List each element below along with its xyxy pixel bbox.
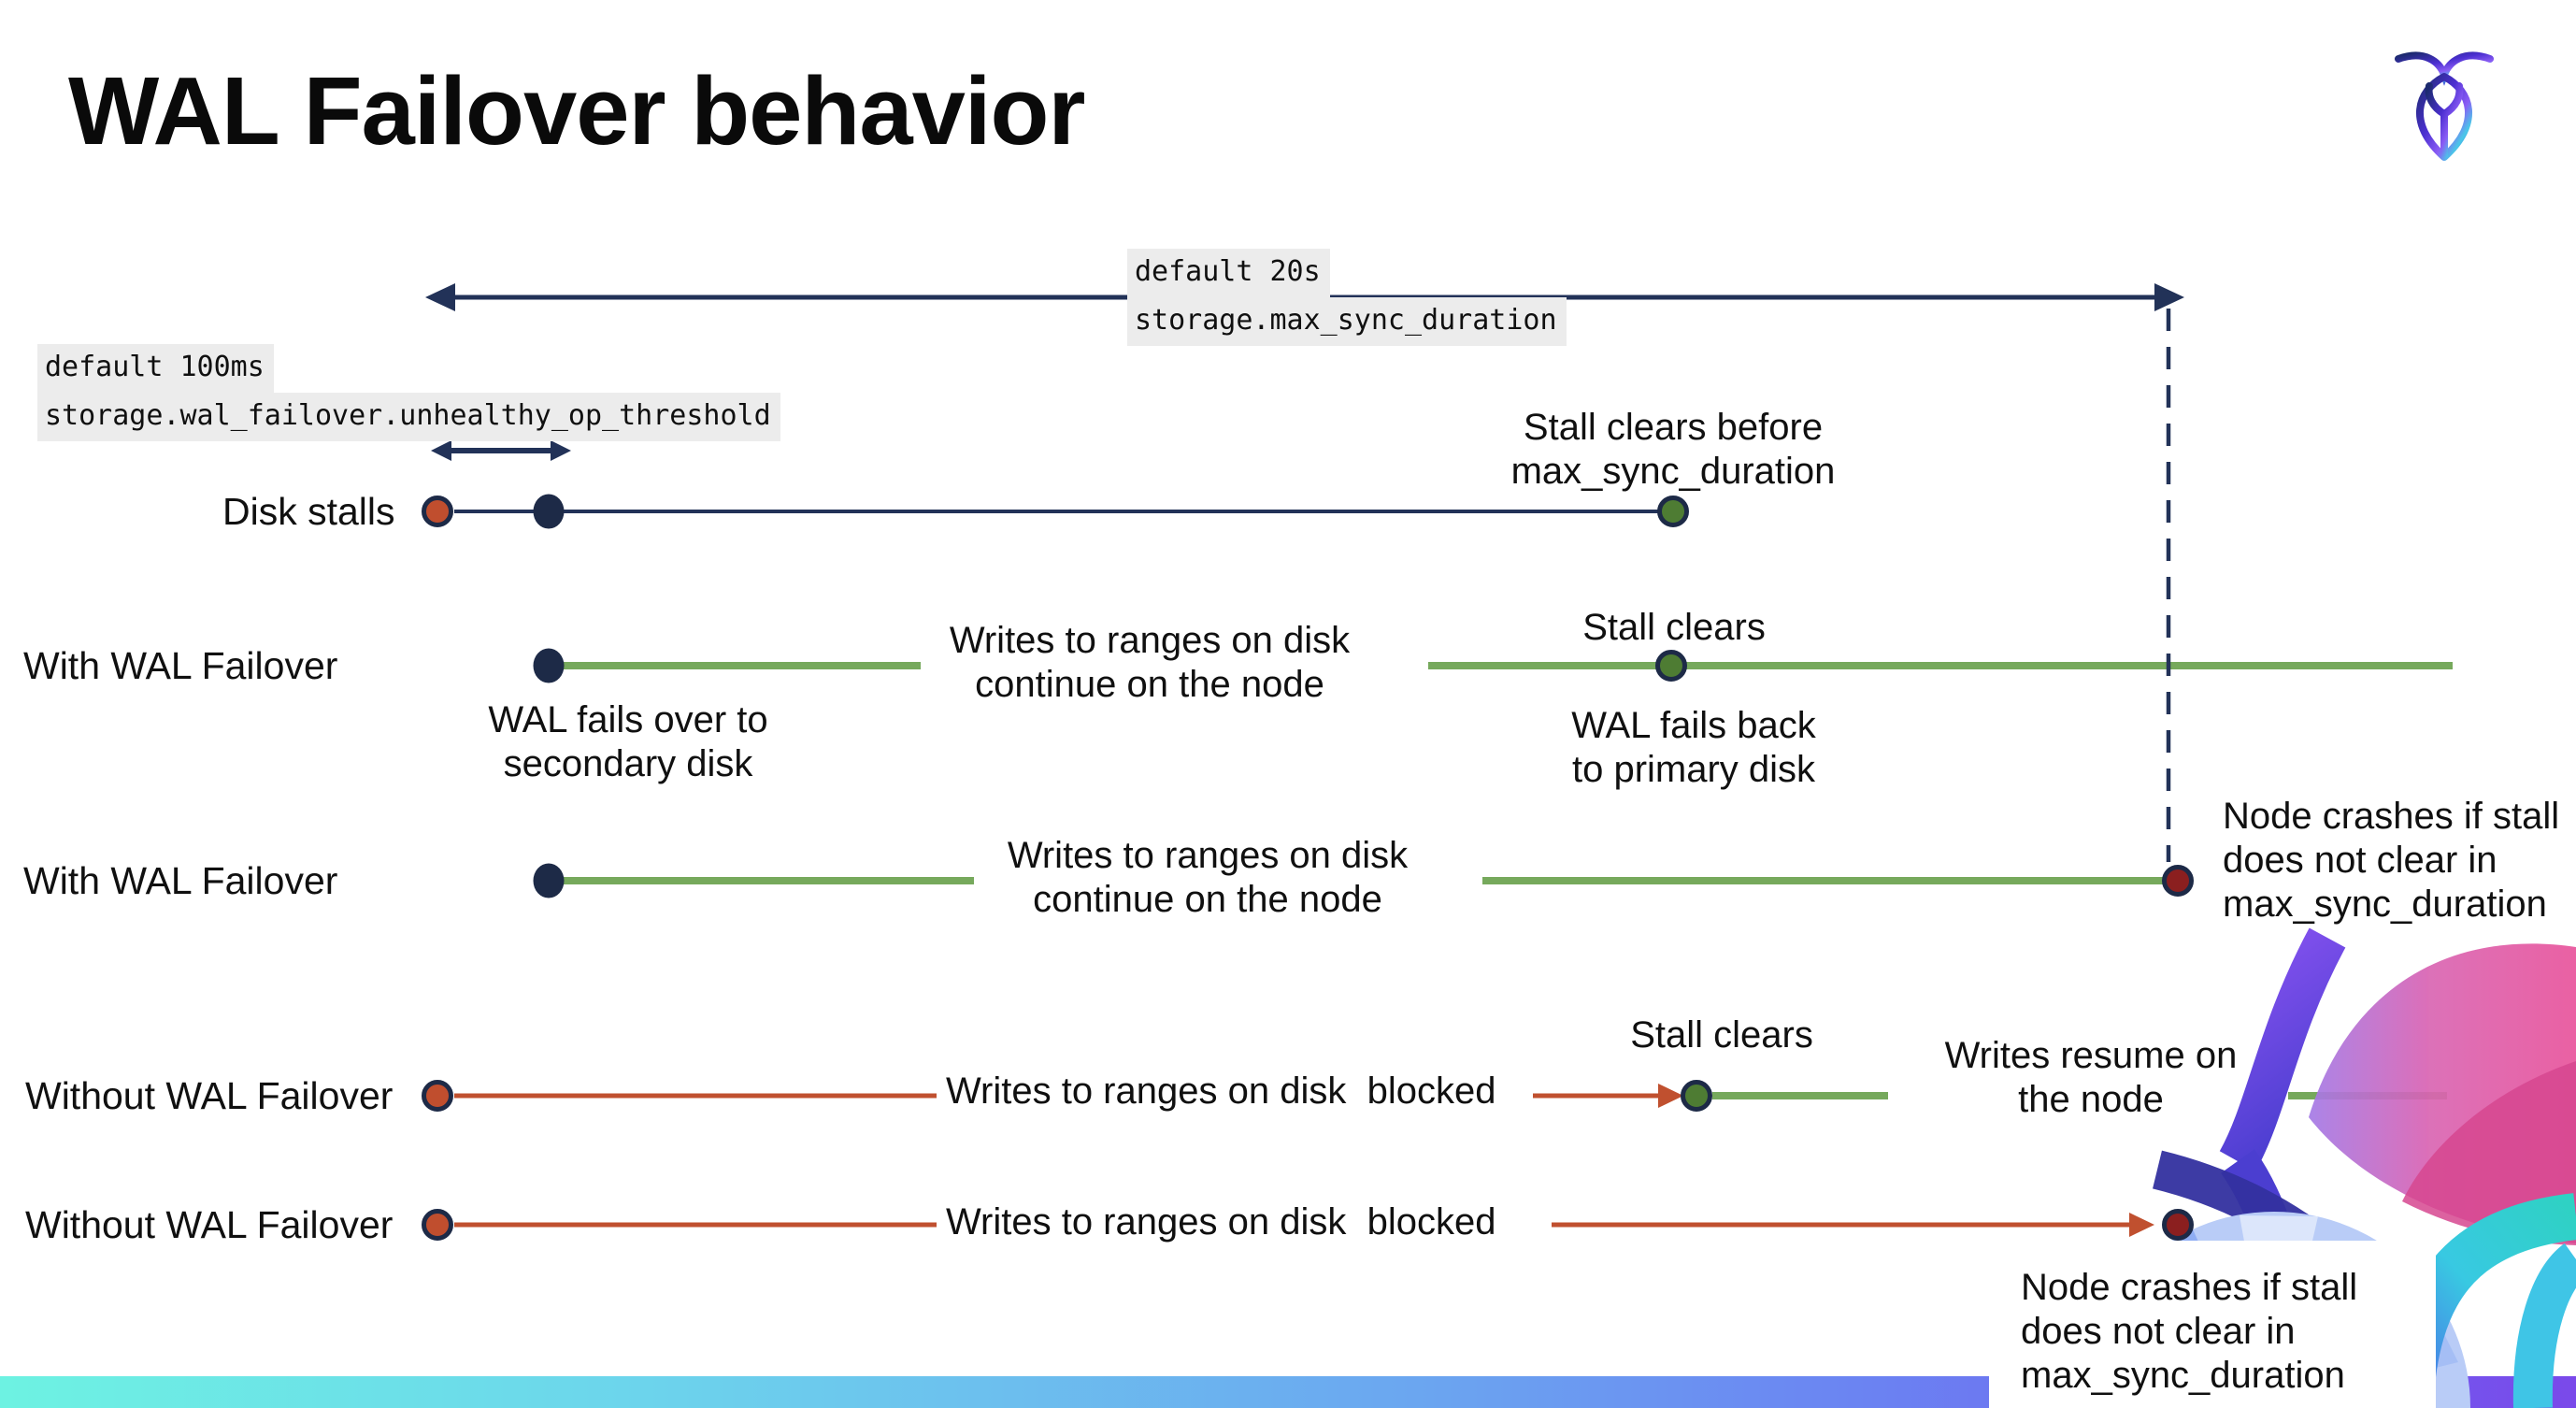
max-sync-dashed-line [2166,309,2171,862]
page-title: WAL Failover behavior [68,57,1086,165]
wal-fails-back-text: WAL fails back to primary disk [1571,705,1816,790]
row-label-with-wal-failover-1: With WAL Failover [23,644,338,687]
writes-continue-2-text: Writes to ranges on disk continue on the… [1007,835,1409,920]
without-failover-2-stall-dot [422,1209,453,1241]
threshold-default-chip: default 100ms [37,344,274,393]
disk-stall-start-dot [422,496,453,527]
with-failover-1-line-a [561,662,921,669]
max-sync-setting-chip: storage.max_sync_duration [1127,297,1567,346]
with-failover-1-failover-dot [533,648,565,683]
threshold-arrow-line [447,448,555,453]
row-label-without-wal-failover-1: Without WAL Failover [25,1074,394,1117]
stall-clears-2-text: Stall clears [1630,1014,1813,1056]
writes-blocked-1-text: Writes to ranges on disk blocked [946,1070,1496,1112]
cockroachdb-logo-icon [2395,51,2494,161]
with-failover-1-stall-clears-dot [1655,650,1687,682]
max-sync-default-chip: default 20s [1127,249,1330,297]
row-label-disk-stalls: Disk stalls [222,490,395,533]
writes-blocked-2-text: Writes to ranges on disk blocked [946,1201,1496,1243]
writes-continue-1-text: Writes to ranges on disk continue on the… [949,620,1351,705]
threshold-setting-chip: storage.wal_failover.unhealthy_op_thresh… [37,393,780,441]
without-failover-1-blocked-line-b [1533,1093,1660,1099]
row-label-with-wal-failover-2: With WAL Failover [23,859,338,902]
max-sync-config-label: default 20s storage.max_sync_duration [1127,249,1567,346]
without-failover-1-stall-dot [422,1080,453,1112]
disk-stalls-line [454,510,1660,513]
with-failover-2-line-a [561,877,974,884]
without-failover-1-resume-line-a [1712,1092,1888,1099]
failover-threshold-dot [533,494,565,529]
threshold-arrowhead-right-icon [551,440,571,461]
caption-whitebox [1989,1241,2436,1408]
with-failover-2-failover-dot [533,863,565,898]
node-crashes-2-text: Node crashes if stall does not clear in … [2021,1267,2358,1396]
without-failover-1-arrowhead-icon [1658,1084,1683,1108]
with-failover-2-crash-dot [2162,865,2194,897]
without-failover-2-arrowhead-icon [2129,1213,2154,1237]
without-failover-2-blocked-line-b [1552,1222,2129,1228]
wal-fails-over-text: WAL fails over to secondary disk [488,699,768,784]
without-failover-1-stall-clears-dot [1681,1080,1712,1112]
node-crashes-1-text: Node crashes if stall does not clear in … [2223,796,2560,925]
stall-clears-before-dot [1657,496,1689,527]
with-failover-1-line-b [1428,662,2453,669]
max-sync-arrowhead-left-icon [425,283,455,311]
without-failover-2-crash-dot [2162,1209,2194,1241]
with-failover-2-line-b [1482,877,2163,884]
max-sync-arrowhead-right-icon [2154,283,2184,311]
row-label-without-wal-failover-2: Without WAL Failover [25,1203,394,1246]
threshold-config-label: default 100ms storage.wal_failover.unhea… [37,344,780,441]
without-failover-2-blocked-line-a [454,1222,937,1228]
without-failover-1-blocked-line-a [454,1093,937,1099]
writes-resume-text: Writes resume on the node [1944,1035,2238,1120]
stall-clears-1-text: Stall clears [1582,607,1766,648]
stall-clears-before-text: Stall clears before max_sync_duration [1510,407,1836,492]
threshold-arrowhead-left-icon [431,440,451,461]
